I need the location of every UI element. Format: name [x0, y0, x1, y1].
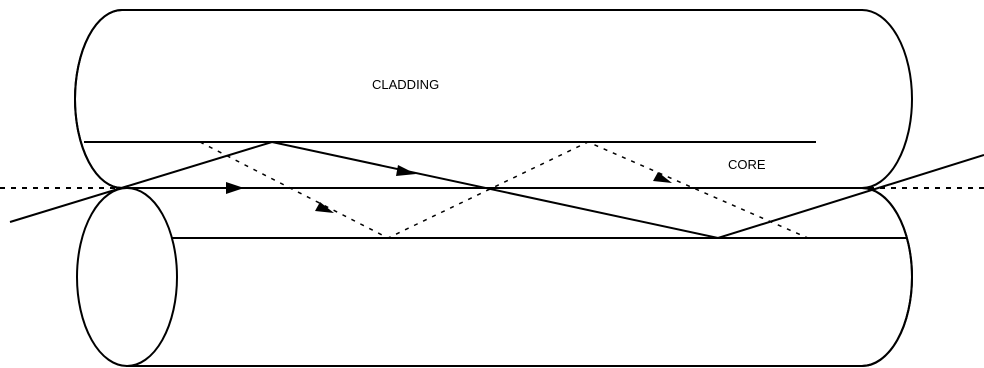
lower-cylinder — [76, 187, 913, 367]
axial-ray-arrow-icon — [226, 182, 244, 194]
cladding-label: CLADDING — [372, 77, 439, 92]
zigzag-solid-ray — [9, 140, 984, 240]
dashed-ray-arrow-icon-1 — [315, 202, 334, 213]
core-label: CORE — [728, 157, 766, 172]
lower-cylinder-left-end — [76, 187, 178, 367]
zigzag-dashed-ray — [199, 141, 809, 239]
dashed-ray-arrow-icon-2 — [653, 172, 672, 183]
solid-ray-arrow-icon — [396, 165, 416, 176]
upper-cylinder — [74, 9, 913, 189]
